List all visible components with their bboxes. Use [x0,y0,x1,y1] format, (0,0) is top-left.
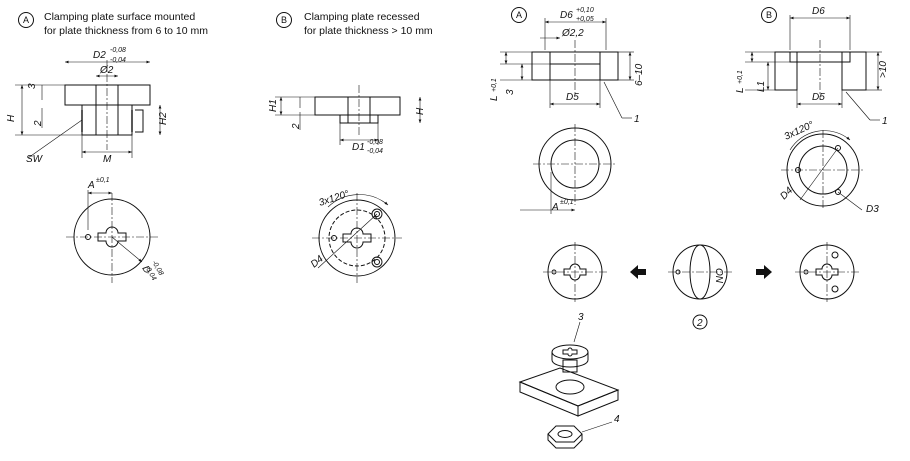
dim-h2: H2 [158,112,169,125]
dim-d2-tol-top: -0,08 [110,47,126,54]
dim-d5-d: D5 [812,92,825,103]
dim-h: H [6,114,17,122]
dim-phi2: Ø2 [99,65,114,76]
mounting-a-section: D6 +0,10 +0,05 Ø2,2 L +0,1 3 6–10 D5 1 [489,7,645,125]
section-b-marker: B [276,12,292,28]
section-a-view: D2 -0,08 -0,04 Ø2 3 H 2 H2 SW M [6,47,169,165]
dim-l-d: L [735,87,746,93]
dim-d6: D6 [560,10,573,21]
isometric-assembly: 3 4 [518,312,620,449]
arrow-right-icon [756,265,772,279]
dim-three: 3 [27,83,38,89]
dim-m: M [103,154,112,165]
dim-d5: D5 [566,92,579,103]
rotation-middle-view: ON 2 [668,244,732,330]
section-b-caption-line2: for plate thickness > 10 mm [304,25,433,37]
section-a-plan-view: A ±0,1 D -0,08 -0,04 [66,177,164,283]
label-one-d: 1 [882,116,888,127]
dim-a: A [87,180,95,191]
section-a-marker: A [18,12,34,28]
dim-d6-d: D6 [812,6,825,17]
dim-three-c: 3 [505,89,516,95]
mounting-a-plan-view: A ±0,1 [520,124,617,214]
dim-phi22: Ø2,2 [561,28,584,39]
dim-a-c: A [551,202,559,213]
label-on: ON [713,268,724,284]
dim-d2: D2 [93,50,106,61]
dim-six-ten: 6–10 [634,63,645,86]
section-b-view: H1 2 H D1 -0,08 -0,04 [268,85,426,155]
label-one: 1 [634,114,640,125]
label-three: 3 [578,312,584,323]
rotation-right-view [795,242,859,302]
dim-d4-d: D4 [778,185,795,202]
section-a-caption-line1: Clamping plate surface mounted [44,11,196,23]
dim-l-d-tol: +0,1 [737,70,744,84]
dim-d2-tol-bot: -0,04 [110,57,126,64]
mounting-b-plan-view: 3x120° D4 D3 [778,120,879,215]
dim-l1: L1 [756,81,767,92]
dim-h-b: H [415,107,426,115]
section-b-caption-line1: Clamping plate recessed [304,11,420,23]
section-a-caption-line2: for plate thickness from 6 to 10 mm [44,25,208,37]
dim-d: D [139,264,152,276]
dim-h1: H1 [268,99,279,112]
dim-d6-tol-bot: +0,05 [576,16,594,23]
dim-d1: D1 [352,142,365,153]
dim-d1-tol-bot: -0,04 [367,148,383,155]
dim-sw: SW [26,154,44,165]
section-b-plan-view: 3x120° D4 [309,189,402,283]
dim-d1-tol-top: -0,08 [367,139,383,146]
dim-d3: D3 [866,204,879,215]
rotation-left-view [543,242,607,302]
dim-l-tol: +0,1 [491,78,498,92]
label-two-circle: 2 [696,318,703,329]
mounting-b-section: D6 L +0,1 L1 >10 D5 1 [735,6,889,127]
dim-a-tol: ±0,1 [96,177,110,184]
dim-d6-tol-top: +0,10 [576,7,594,14]
dim-l: L [489,95,500,101]
dim-3x120: 3x120° [318,189,351,209]
arrow-left-icon [630,265,646,279]
dim-two: 2 [33,120,44,127]
dim-a-c-tol: ±0,1 [560,199,574,206]
label-four: 4 [614,414,620,425]
mounting-a-marker: A [511,7,527,23]
dim-gt10: >10 [878,61,889,78]
dim-two-b: 2 [291,123,302,130]
mounting-b-marker: B [761,7,777,23]
